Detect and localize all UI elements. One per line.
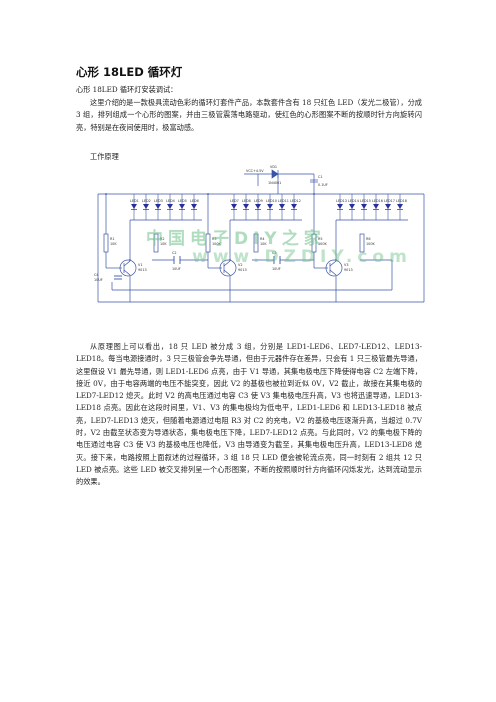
capacitor-ref: C4 <box>94 273 99 277</box>
intro-paragraph: 这里介绍的是一款极具流动色彩的循环灯套件产品，本款套件含有 18 只红色 LED… <box>76 98 422 132</box>
led-label: LED9 <box>254 199 263 203</box>
led-symbol: LED10 <box>266 194 277 220</box>
watermark-url: www.DZDIY.com <box>192 247 412 267</box>
resistor-ref: R2 <box>160 237 165 241</box>
transistor-ref: V3 <box>344 263 348 267</box>
led-label: LED4 <box>166 199 175 203</box>
led-symbol: LED15 <box>360 194 371 220</box>
article-title: 心形 18LED 循环灯 <box>76 65 183 79</box>
led-symbol: LED5 <box>178 194 187 220</box>
supply-label: VCC+4.5V <box>246 169 264 173</box>
resistor-ref: R5 <box>318 237 323 241</box>
led-label: LED1 <box>130 199 139 203</box>
transistor-value: 9013 <box>238 268 247 272</box>
resistor-value: 10K <box>160 242 167 246</box>
section-label: 工作原理 <box>90 152 119 161</box>
led-label: LED12 <box>290 199 301 203</box>
watermark-text: 中国电子DIY之家 <box>146 228 326 249</box>
transistor-value: 9013 <box>344 268 353 272</box>
led-label: LED14 <box>348 199 359 203</box>
resistor-value: 100K <box>212 242 221 246</box>
resistor-ref: R6 <box>366 237 371 241</box>
article-subtitle: 心形 18LED 循环灯安装调试： <box>76 85 178 94</box>
led-symbol: LED1 <box>130 194 139 220</box>
led-symbol: LED6 <box>190 194 199 220</box>
cap-label: 0.1UF <box>318 183 328 187</box>
led-symbol: LED16 <box>372 194 383 220</box>
led-symbol: LED13 <box>336 194 347 220</box>
analysis-paragraph: 从原理图上可以看出，18 只 LED 被分成 3 组，分别是 LED1-LED6… <box>76 342 422 487</box>
capacitor-ref: C3 <box>272 251 277 255</box>
diode-ref: VD1 <box>270 165 277 169</box>
resistor-value: 10K <box>110 242 117 246</box>
led-symbol: LED3 <box>154 194 163 220</box>
led-label: LED18 <box>396 199 407 203</box>
resistor-value: 100K <box>366 242 375 246</box>
led-label: LED3 <box>154 199 163 203</box>
led-label: LED10 <box>266 199 277 203</box>
led-label: LED13 <box>336 199 347 203</box>
capacitor-value: 10UF <box>272 267 281 271</box>
led-symbol: LED9 <box>254 194 263 220</box>
resistor-ref: R4 <box>260 237 265 241</box>
capacitor-value: 10UF <box>94 278 103 282</box>
led-label: LED15 <box>360 199 371 203</box>
led-label: LED7 <box>230 199 239 203</box>
resistor-ref: R3 <box>212 237 217 241</box>
led-symbol: LED17 <box>384 194 395 220</box>
led-label: LED2 <box>142 199 151 203</box>
led-label: LED8 <box>242 199 251 203</box>
capacitor-value: 10UF <box>172 267 181 271</box>
transistor-ref: V1 <box>138 263 142 267</box>
capacitor-ref: C2 <box>172 251 177 255</box>
led-label: LED11 <box>278 199 289 203</box>
transistor-value: 9013 <box>138 268 147 272</box>
led-symbol: LED18 <box>396 194 407 220</box>
led-symbol: LED8 <box>242 194 251 220</box>
led-symbol: LED2 <box>142 194 151 220</box>
transistor-ref: V2 <box>238 263 242 267</box>
led-symbol: LED12 <box>290 194 301 220</box>
cap-ref: C1 <box>318 175 323 179</box>
resistor-ref: R1 <box>110 237 115 241</box>
led-label: LED6 <box>190 199 199 203</box>
led-symbol: LED11 <box>278 194 289 220</box>
resistor-value: 10K <box>260 242 267 246</box>
led-symbol: LED4 <box>166 194 175 220</box>
led-symbol: LED14 <box>348 194 359 220</box>
led-label: LED16 <box>372 199 383 203</box>
resistor-value: 100K <box>318 242 327 246</box>
led-label: LED5 <box>178 199 187 203</box>
led-label: LED17 <box>384 199 395 203</box>
diode-label: 1N4001 <box>268 181 281 185</box>
led-symbol: LED7 <box>230 194 239 220</box>
